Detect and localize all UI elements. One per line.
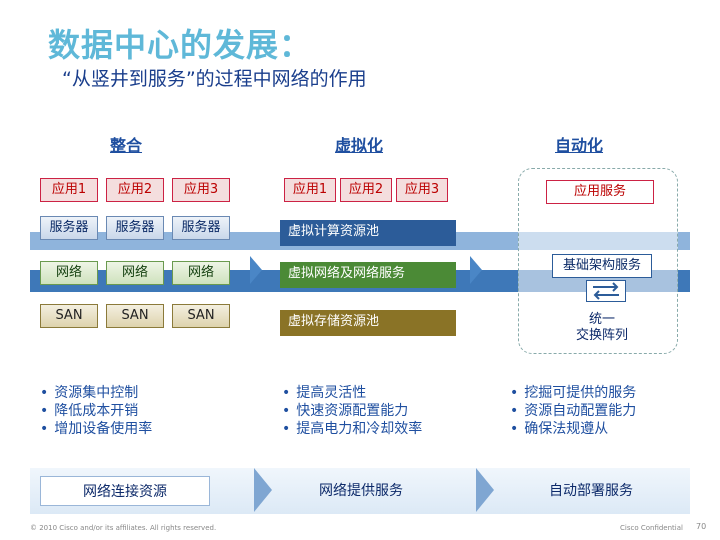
outcome-virtualize: 网络提供服务 bbox=[319, 483, 403, 499]
integrate-stack: 应用1 应用2 应用3 服务器 服务器 服务器 网络 网络 网络 SAN SAN… bbox=[38, 176, 250, 346]
infra-service-box: 基础架构服务 bbox=[552, 254, 652, 278]
switch-icon bbox=[586, 280, 626, 302]
network-box-3: 网络 bbox=[172, 261, 230, 285]
server-box-2: 服务器 bbox=[106, 216, 164, 240]
server-box-3: 服务器 bbox=[172, 216, 230, 240]
copyright-text: © 2010 Cisco and/or its affiliates. All … bbox=[30, 524, 217, 532]
network-pool: 虚拟网络及网络服务 bbox=[280, 262, 456, 288]
bullet-item: •提高灵活性 bbox=[282, 385, 367, 401]
column-heading-integrate: 整合 bbox=[110, 136, 143, 155]
virtual-app-box-3: 应用3 bbox=[396, 178, 448, 202]
bullet-item: •增加设备使用率 bbox=[40, 421, 153, 437]
bullet-item: •确保法规遵从 bbox=[510, 421, 609, 437]
transition-arrow-1 bbox=[250, 256, 262, 284]
bullet-item: •资源自动配置能力 bbox=[510, 403, 637, 419]
virtualize-bullets: •提高灵活性 •快速资源配置能力 •提高电力和冷却效率 bbox=[282, 384, 422, 438]
bullet-item: •降低成本开销 bbox=[40, 403, 139, 419]
integrate-bullets: •资源集中控制 •降低成本开销 •增加设备使用率 bbox=[40, 384, 152, 438]
page-number: 70 bbox=[696, 522, 707, 531]
page-title: 数据中心的发展： bbox=[48, 26, 313, 64]
outcome-integrate: 网络连接资源 bbox=[40, 476, 210, 506]
column-heading-virtualize: 虚拟化 bbox=[335, 136, 384, 155]
confidential-text: Cisco Confidential bbox=[620, 524, 683, 532]
transition-arrow-2 bbox=[470, 256, 482, 284]
server-box-1: 服务器 bbox=[40, 216, 98, 240]
san-box-3: SAN bbox=[172, 304, 230, 328]
san-box-1: SAN bbox=[40, 304, 98, 328]
unified-fabric-label: 统一 交换阵列 bbox=[566, 312, 638, 344]
compute-pool: 虚拟计算资源池 bbox=[280, 220, 456, 246]
san-box-2: SAN bbox=[106, 304, 164, 328]
bullet-item: •提高电力和冷却效率 bbox=[282, 421, 423, 437]
outcome-arrow-1 bbox=[254, 468, 272, 512]
bullet-item: •挖掘可提供的服务 bbox=[510, 385, 637, 401]
unified-fabric-line-1: 统一 bbox=[588, 312, 615, 327]
app-box-3: 应用3 bbox=[172, 178, 230, 202]
column-heading-automate: 自动化 bbox=[555, 136, 604, 155]
virtual-app-box-1: 应用1 bbox=[284, 178, 336, 202]
bullet-item: •快速资源配置能力 bbox=[282, 403, 409, 419]
bullet-item: •资源集中控制 bbox=[40, 385, 139, 401]
app-box-2: 应用2 bbox=[106, 178, 164, 202]
unified-fabric-line-2: 交换阵列 bbox=[575, 328, 628, 343]
storage-pool: 虚拟存储资源池 bbox=[280, 310, 456, 336]
app-box-1: 应用1 bbox=[40, 178, 98, 202]
outcome-arrow-2 bbox=[476, 468, 494, 512]
virtualize-stack: 应用1 应用2 应用3 虚拟计算资源池 虚拟网络及网络服务 虚拟存储资源池 bbox=[278, 176, 468, 346]
outcome-automate: 自动部署服务 bbox=[549, 483, 633, 499]
virtual-app-box-2: 应用2 bbox=[340, 178, 392, 202]
automate-bullets: •挖掘可提供的服务 •资源自动配置能力 •确保法规遵从 bbox=[510, 384, 636, 438]
app-service-box: 应用服务 bbox=[546, 180, 654, 204]
network-box-2: 网络 bbox=[106, 261, 164, 285]
page-subtitle: “从竖井到服务”的过程中网络的作用 bbox=[62, 68, 367, 90]
network-box-1: 网络 bbox=[40, 261, 98, 285]
